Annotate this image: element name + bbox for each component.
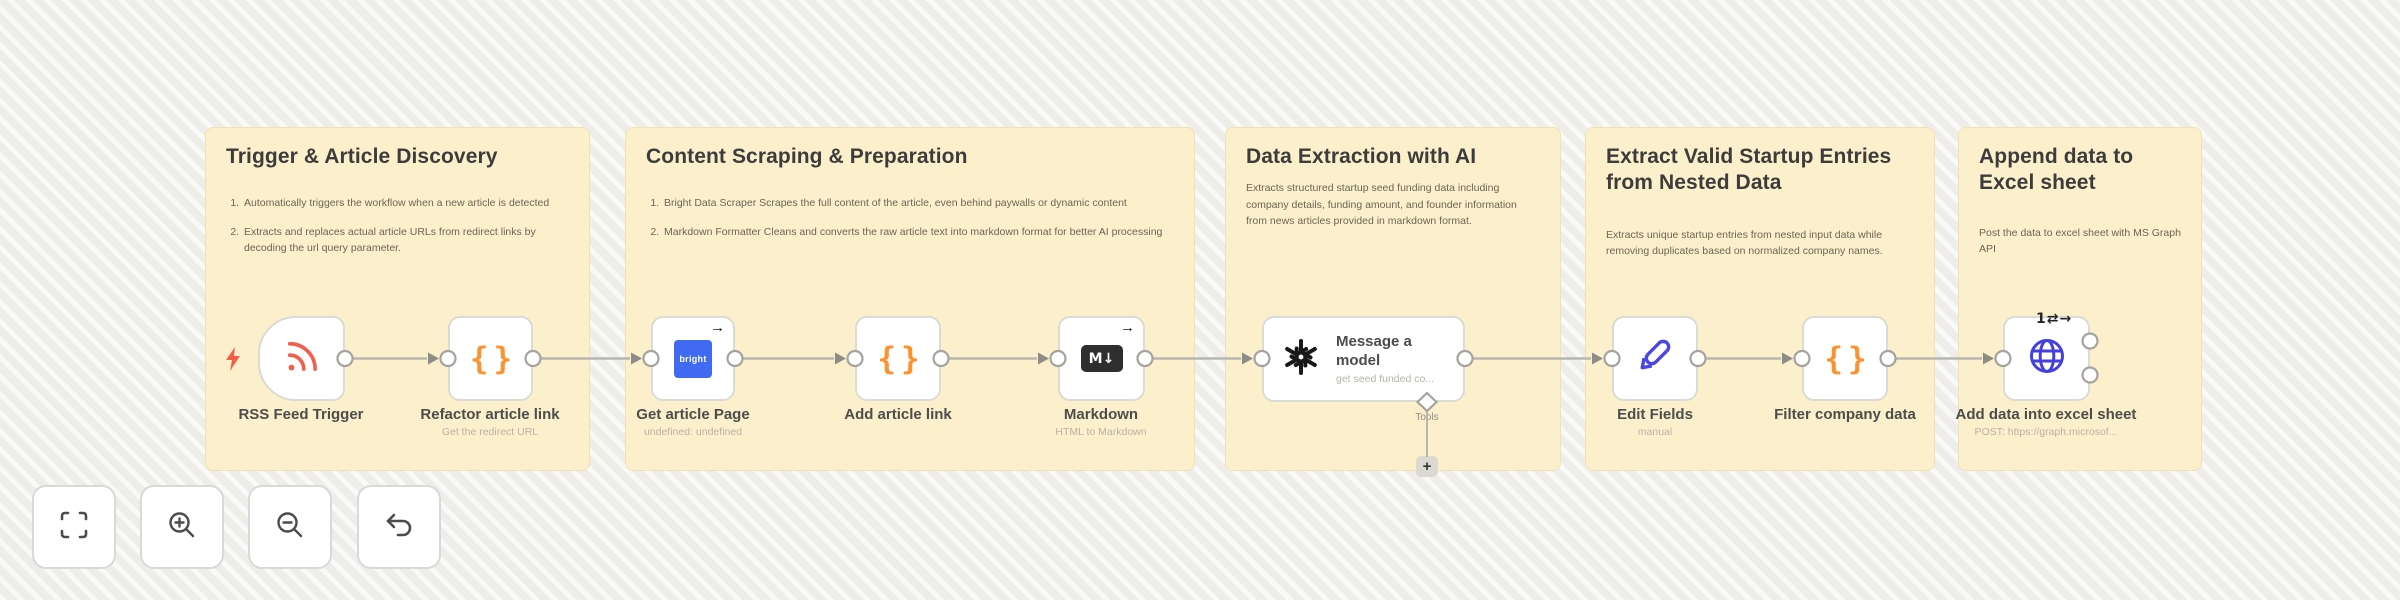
node-label: Markdown xyxy=(1063,406,1139,423)
node-message-a-model[interactable]: Message a model get seed funded co... xyxy=(1262,316,1465,402)
sticky-title: Extract Valid Startup Entries from Neste… xyxy=(1606,145,1892,195)
node-add-data-excel[interactable] xyxy=(2003,316,2090,401)
node-subtitle: manual xyxy=(1637,426,1673,438)
node-filter-company-data[interactable]: {} xyxy=(1802,316,1888,401)
sticky-list: Bright Data Scraper Scrapes the full con… xyxy=(646,196,1174,241)
pencil-icon xyxy=(1632,333,1678,384)
globe-icon xyxy=(2024,333,2070,384)
retry-output-badge: 1⇄→ xyxy=(2036,311,2073,327)
undo-icon xyxy=(381,507,417,548)
node-subtitle: Get the redirect URL xyxy=(441,426,539,438)
node-inline-label: Message a model xyxy=(1336,333,1412,369)
code-braces-icon: {} xyxy=(877,340,925,377)
node-label: Filter company data xyxy=(1774,406,1916,423)
node-label: RSS Feed Trigger xyxy=(238,406,364,423)
node-markdown[interactable]: → M↓ xyxy=(1058,316,1145,401)
sticky-list-item: Markdown Formatter Cleans and converts t… xyxy=(662,225,1174,241)
sticky-note-data-extraction[interactable]: Data Extraction with AI Extracts structu… xyxy=(1225,127,1561,471)
node-subtitle: POST: https://graph.microsof... xyxy=(1974,426,2118,438)
node-add-article-link[interactable]: {} xyxy=(855,316,941,401)
sticky-title: Trigger & Article Discovery xyxy=(226,145,498,168)
sticky-title: Data Extraction with AI xyxy=(1246,145,1477,168)
zoom-out-icon xyxy=(272,507,308,548)
sticky-body: Post the data to excel sheet with MS Gra… xyxy=(1979,226,2181,255)
trigger-bolt-icon xyxy=(222,346,244,377)
sticky-list-item: Bright Data Scraper Scrapes the full con… xyxy=(662,196,1174,212)
sticky-note-content-scraping[interactable]: Content Scraping & Preparation Bright Da… xyxy=(625,127,1195,471)
node-get-article-page[interactable]: → bright xyxy=(651,316,735,401)
zoom-in-icon xyxy=(164,507,200,548)
code-braces-icon: {} xyxy=(1824,340,1872,377)
node-subtitle: HTML to Markdown xyxy=(1055,426,1147,438)
fit-view-icon xyxy=(56,507,92,548)
zoom-out-button[interactable] xyxy=(248,485,332,569)
node-inline-subtitle: get seed funded co... xyxy=(1336,372,1435,385)
sticky-body: Extracts structured startup seed funding… xyxy=(1246,182,1517,227)
node-label: Add article link xyxy=(844,406,952,423)
markdown-icon: M↓ xyxy=(1080,345,1123,372)
node-edit-fields[interactable] xyxy=(1612,316,1698,401)
node-rss-feed-trigger[interactable] xyxy=(258,316,345,401)
sticky-note-extract-entries[interactable]: Extract Valid Startup Entries from Neste… xyxy=(1585,127,1935,471)
external-link-arrow-icon: → xyxy=(710,319,725,336)
openai-icon xyxy=(1278,334,1324,385)
node-label: Get article Page xyxy=(636,406,750,423)
sticky-note-append-excel[interactable]: Append data to Excel sheet Post the data… xyxy=(1958,127,2202,471)
brightdata-icon: bright xyxy=(674,339,712,378)
zoom-in-button[interactable] xyxy=(140,485,224,569)
tools-connector-label: Tools xyxy=(1415,412,1439,423)
sticky-note-trigger-discovery[interactable]: Trigger & Article Discovery Automaticall… xyxy=(205,127,590,471)
code-braces-icon: {} xyxy=(469,340,518,377)
sticky-list-item: Automatically triggers the workflow when… xyxy=(242,196,569,212)
rss-icon xyxy=(281,335,323,382)
node-subtitle: undefined: undefined xyxy=(643,426,743,438)
sticky-list-item: Extracts and replaces actual article URL… xyxy=(242,225,569,257)
external-link-arrow-icon: → xyxy=(1120,319,1135,336)
sticky-list: Automatically triggers the workflow when… xyxy=(226,196,569,256)
sticky-body: Extracts unique startup entries from nes… xyxy=(1606,228,1883,257)
node-label: Edit Fields xyxy=(1617,406,1693,423)
node-label: Refactor article link xyxy=(420,406,560,423)
node-refactor-article-link[interactable]: {} xyxy=(448,316,533,401)
sticky-title: Append data to Excel sheet xyxy=(1979,145,2134,195)
undo-button[interactable] xyxy=(357,485,441,569)
sticky-title: Content Scraping & Preparation xyxy=(646,145,968,168)
add-tool-button[interactable]: + xyxy=(1416,456,1438,477)
node-label: Add data into excel sheet xyxy=(1955,406,2137,423)
fit-view-button[interactable] xyxy=(32,485,116,569)
